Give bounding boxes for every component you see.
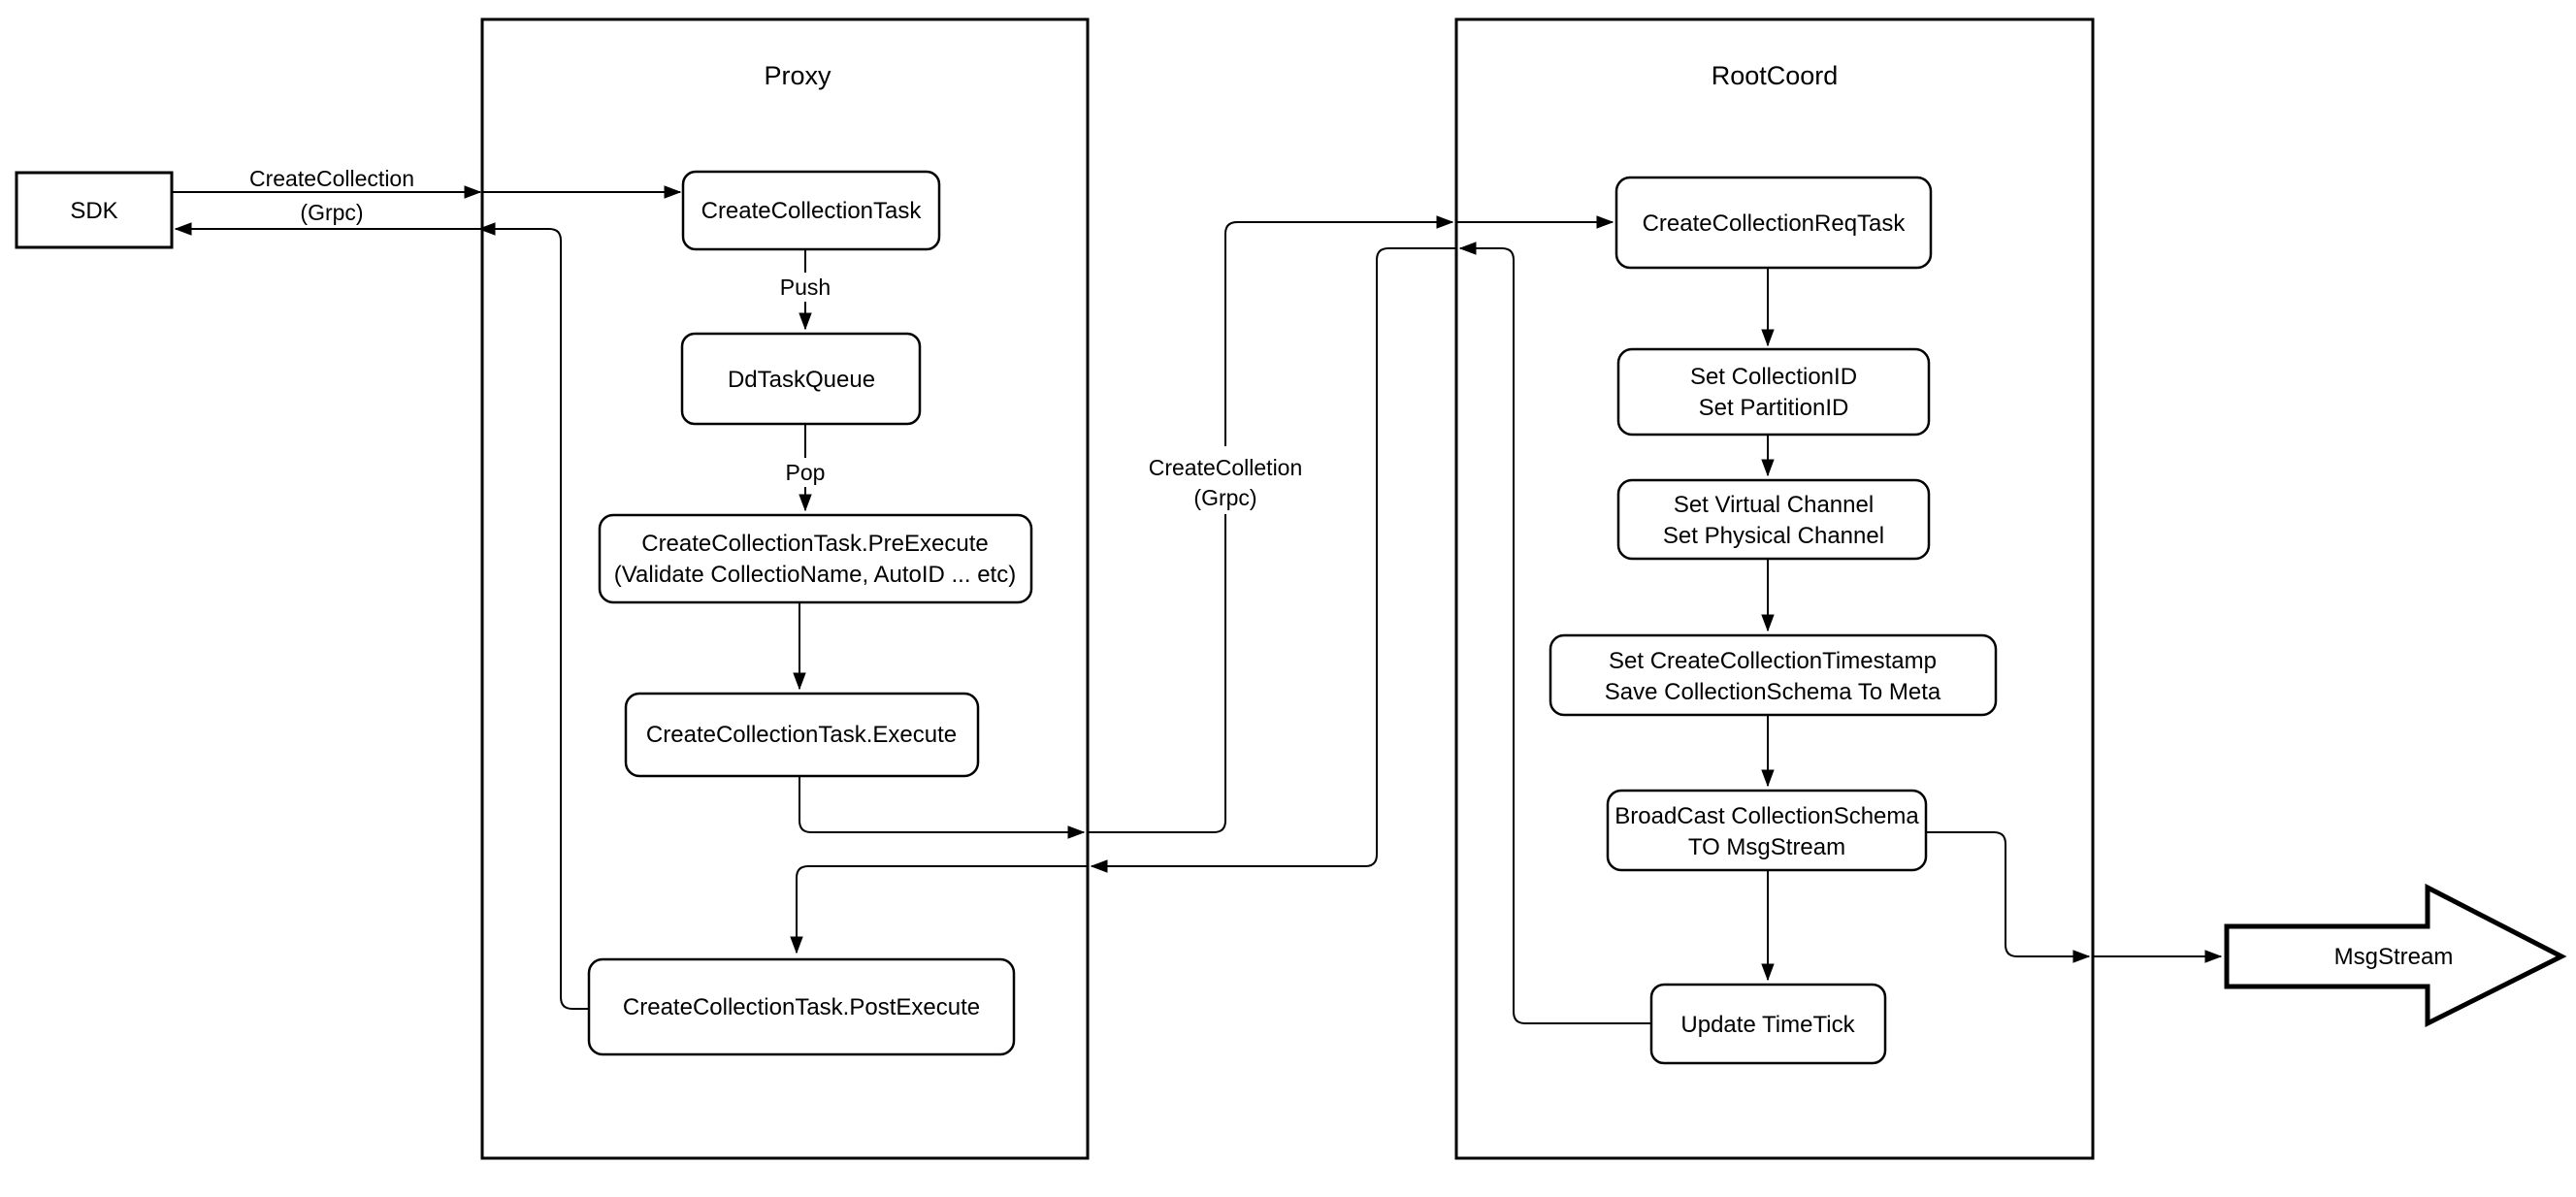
node-execute: CreateCollectionTask.Execute bbox=[624, 692, 980, 778]
edge-broadcast-to-msgstream bbox=[1926, 831, 2223, 963]
node-set-virtual-channel-line1: Set Virtual Channel bbox=[1674, 492, 1874, 518]
node-set-create-collection-timestamp: Set CreateCollectionTimestamp Save Colle… bbox=[1549, 633, 1998, 717]
node-update-timetick: Update TimeTick bbox=[1649, 983, 1887, 1065]
sdk-label: SDK bbox=[70, 198, 117, 224]
rootcoord-container: RootCoord bbox=[1454, 17, 2095, 1160]
node-create-collection-task-label: CreateCollectionTask bbox=[701, 198, 923, 224]
edge-postexecute-to-sdk bbox=[174, 222, 589, 1010]
node-broadcast-collection-schema: BroadCast CollectionSchema TO MsgStream bbox=[1606, 789, 1928, 872]
node-execute-label: CreateCollectionTask.Execute bbox=[646, 722, 957, 748]
node-broadcast-collection-schema-line2: TO MsgStream bbox=[1688, 834, 1845, 860]
node-post-execute-label: CreateCollectionTask.PostExecute bbox=[623, 994, 980, 1020]
sdk-box: SDK bbox=[15, 171, 174, 249]
msgstream-arrow: MsgStream bbox=[2224, 883, 2567, 1028]
edge-label-push-text: Push bbox=[780, 275, 831, 300]
node-create-collection-req-task: CreateCollectionReqTask bbox=[1614, 176, 1933, 270]
edge-label-createcolletion-grpc-line2: (Grpc) bbox=[1193, 485, 1256, 510]
node-set-collection-id-line2: Set PartitionID bbox=[1699, 395, 1849, 421]
node-set-create-collection-timestamp-line2: Save CollectionSchema To Meta bbox=[1605, 679, 1941, 705]
edge-execute-to-reqtask bbox=[799, 215, 1614, 839]
node-create-collection-req-task-label: CreateCollectionReqTask bbox=[1643, 210, 1907, 237]
edge-label-push: Push bbox=[774, 273, 838, 302]
edge-timetick-to-postexecute bbox=[790, 242, 1651, 1024]
node-update-timetick-label: Update TimeTick bbox=[1680, 1012, 1855, 1038]
edge-label-pop-text: Pop bbox=[786, 460, 826, 485]
proxy-container: Proxy bbox=[480, 17, 1090, 1160]
rootcoord-title: RootCoord bbox=[1712, 61, 1839, 90]
edge-label-createcollection-grpc-line1: CreateCollection bbox=[249, 166, 414, 191]
node-dd-task-queue: DdTaskQueue bbox=[680, 332, 922, 426]
node-dd-task-queue-label: DdTaskQueue bbox=[728, 367, 875, 393]
node-set-virtual-channel-line2: Set Physical Channel bbox=[1663, 523, 1884, 549]
node-set-create-collection-timestamp-line1: Set CreateCollectionTimestamp bbox=[1609, 648, 1937, 674]
node-pre-execute-line2: (Validate CollectioName, AutoID ... etc) bbox=[614, 562, 1016, 588]
node-pre-execute-line1: CreateCollectionTask.PreExecute bbox=[641, 531, 989, 557]
node-create-collection-task: CreateCollectionTask bbox=[681, 170, 941, 251]
edge-label-createcolletion-grpc-line1: CreateColletion bbox=[1149, 455, 1303, 480]
edge-label-createcollection-grpc-line2: (Grpc) bbox=[300, 200, 363, 225]
node-broadcast-collection-schema-line1: BroadCast CollectionSchema bbox=[1614, 803, 1919, 829]
edge-label-createcolletion-grpc: CreateColletion (Grpc) bbox=[1114, 446, 1337, 514]
proxy-title: Proxy bbox=[764, 61, 831, 90]
node-set-collection-id-line1: Set CollectionID bbox=[1690, 364, 1857, 390]
msgstream-label: MsgStream bbox=[2334, 944, 2454, 970]
node-set-collection-id: Set CollectionID Set PartitionID bbox=[1616, 347, 1931, 437]
edge-label-pop: Pop bbox=[778, 458, 834, 487]
node-pre-execute: CreateCollectionTask.PreExecute (Validat… bbox=[598, 513, 1033, 604]
node-post-execute: CreateCollectionTask.PostExecute bbox=[587, 957, 1016, 1056]
edge-label-createcollection-grpc: CreateCollection (Grpc) bbox=[249, 166, 414, 225]
node-set-virtual-channel: Set Virtual Channel Set Physical Channel bbox=[1616, 478, 1931, 561]
